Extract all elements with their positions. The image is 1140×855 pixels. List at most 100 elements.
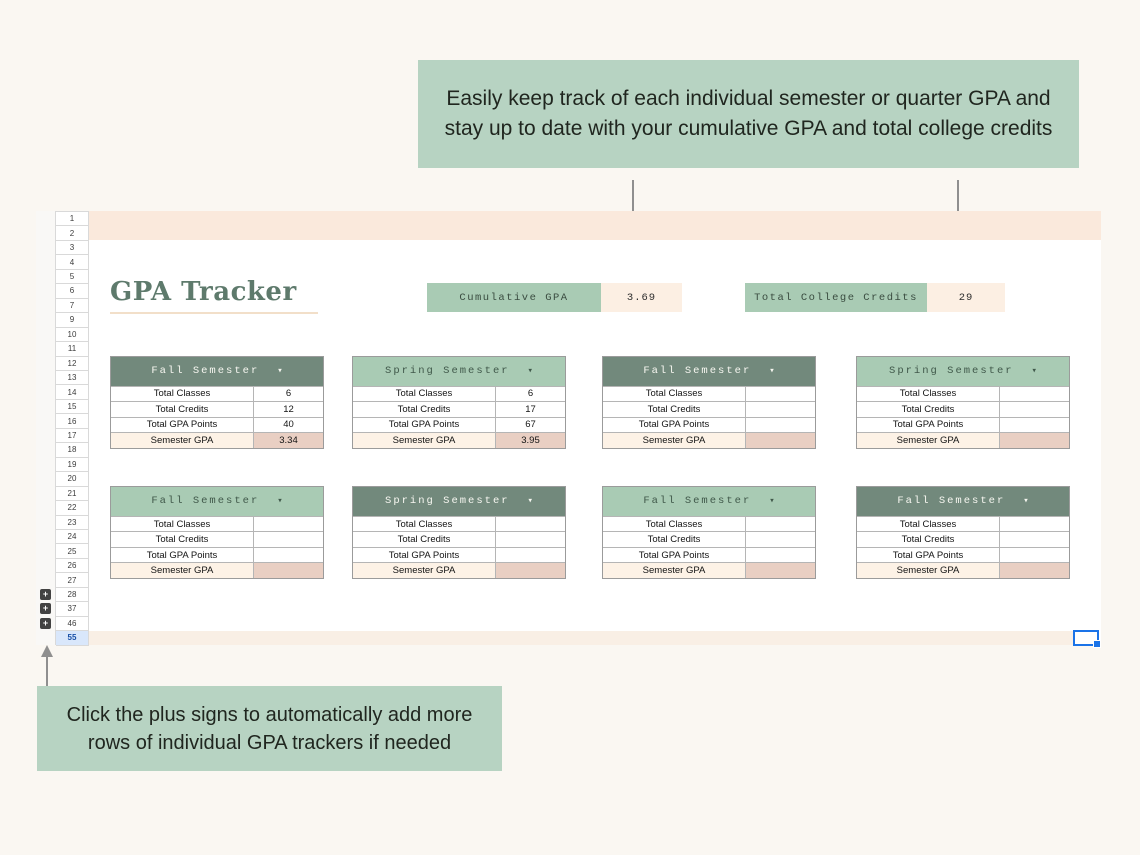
row-value-cell[interactable] bbox=[999, 402, 1069, 417]
row-header-17[interactable]: 17 bbox=[56, 428, 89, 444]
row-header-18[interactable]: 18 bbox=[56, 443, 89, 458]
row-header-15[interactable]: 15 bbox=[56, 399, 89, 415]
row-label-cell[interactable]: Total GPA Points bbox=[892, 419, 964, 431]
row-label-cell[interactable]: Total Credits bbox=[901, 403, 955, 415]
row-header-24[interactable]: 24 bbox=[56, 529, 89, 545]
semester-dropdown-1[interactable]: Fall Semester▾ bbox=[111, 356, 323, 386]
row-value-cell[interactable] bbox=[745, 433, 815, 448]
row-value-cell[interactable] bbox=[999, 516, 1069, 532]
row-value-cell[interactable] bbox=[999, 433, 1069, 448]
row-header-27[interactable]: 27 bbox=[56, 573, 89, 588]
row-value-cell[interactable] bbox=[495, 532, 565, 547]
semester-dropdown-8[interactable]: Fall Semester▾ bbox=[857, 486, 1069, 516]
expand-rows-button-28[interactable]: + bbox=[40, 588, 51, 600]
row-value-cell[interactable]: 17 bbox=[495, 402, 565, 417]
row-value-cell[interactable]: 12 bbox=[253, 402, 323, 417]
row-label-cell[interactable]: Total Classes bbox=[395, 518, 453, 530]
row-label-cell[interactable]: Total Credits bbox=[155, 403, 209, 415]
row-header-19[interactable]: 19 bbox=[56, 457, 89, 473]
row-label-cell[interactable]: Total Classes bbox=[645, 518, 703, 530]
semester-dropdown-7[interactable]: Fall Semester▾ bbox=[603, 486, 815, 516]
row-value-cell[interactable] bbox=[745, 547, 815, 563]
row-header-2[interactable]: 2 bbox=[56, 226, 89, 241]
sheet-title[interactable]: GPA Tracker bbox=[110, 277, 297, 307]
row-label-cell[interactable]: Total Classes bbox=[153, 388, 211, 400]
row-value-cell[interactable] bbox=[495, 547, 565, 563]
sheet-canvas[interactable]: GPA Tracker Cumulative GPA 3.69 Total Co… bbox=[89, 211, 1101, 648]
row-value-cell[interactable] bbox=[999, 563, 1069, 578]
row-header-9[interactable]: 9 bbox=[56, 313, 89, 328]
row-value-cell[interactable] bbox=[999, 532, 1069, 547]
row-header-26[interactable]: 26 bbox=[56, 558, 89, 574]
row-value-cell[interactable] bbox=[495, 516, 565, 532]
row-header-25[interactable]: 25 bbox=[56, 544, 89, 559]
row-value-cell[interactable] bbox=[495, 563, 565, 578]
row-label-cell[interactable]: Total Credits bbox=[901, 534, 955, 546]
row-value-cell[interactable] bbox=[999, 417, 1069, 433]
row-label-cell[interactable]: Semester GPA bbox=[857, 433, 999, 448]
row-label-cell[interactable]: Total Classes bbox=[899, 518, 957, 530]
row-header-14[interactable]: 14 bbox=[56, 385, 89, 400]
row-value-cell[interactable] bbox=[745, 386, 815, 402]
row-label-cell[interactable]: Total GPA Points bbox=[146, 419, 218, 431]
expand-rows-button-37[interactable]: + bbox=[40, 603, 51, 615]
row-label-cell[interactable]: Total Credits bbox=[647, 534, 701, 546]
semester-dropdown-4[interactable]: Spring Semester▾ bbox=[857, 356, 1069, 386]
row-header-37[interactable]: 37 bbox=[56, 602, 89, 617]
expand-rows-button-46[interactable]: + bbox=[40, 617, 51, 629]
row-header-28[interactable]: 28 bbox=[56, 587, 89, 603]
row-header-1[interactable]: 1 bbox=[56, 212, 89, 227]
semester-dropdown-6[interactable]: Spring Semester▾ bbox=[353, 486, 565, 516]
row-label-cell[interactable]: Total Credits bbox=[397, 403, 451, 415]
row-header-10[interactable]: 10 bbox=[56, 327, 89, 343]
row-value-cell[interactable] bbox=[999, 386, 1069, 402]
row-value-cell[interactable]: 6 bbox=[495, 386, 565, 402]
row-value-cell[interactable] bbox=[745, 532, 815, 547]
cumulative-gpa-label[interactable]: Cumulative GPA bbox=[427, 283, 601, 312]
row-label-cell[interactable]: Total GPA Points bbox=[146, 549, 218, 561]
row-header-6[interactable]: 6 bbox=[56, 284, 89, 299]
row-label-cell[interactable]: Total GPA Points bbox=[638, 419, 710, 431]
row-header-16[interactable]: 16 bbox=[56, 414, 89, 429]
row-value-cell[interactable]: 6 bbox=[253, 386, 323, 402]
row-value-cell[interactable] bbox=[999, 547, 1069, 563]
row-label-cell[interactable]: Total GPA Points bbox=[388, 549, 460, 561]
row-header-12[interactable]: 12 bbox=[56, 356, 89, 371]
row-value-cell[interactable]: 3.95 bbox=[495, 433, 565, 448]
row-label-cell[interactable]: Semester GPA bbox=[353, 433, 495, 448]
row-value-cell[interactable] bbox=[253, 547, 323, 563]
row-label-cell[interactable]: Total Classes bbox=[899, 388, 957, 400]
total-college-credits-label[interactable]: Total College Credits bbox=[745, 283, 927, 312]
row-header-23[interactable]: 23 bbox=[56, 515, 89, 530]
row-header-3[interactable]: 3 bbox=[56, 240, 89, 256]
semester-dropdown-5[interactable]: Fall Semester▾ bbox=[111, 486, 323, 516]
row-value-cell[interactable]: 67 bbox=[495, 417, 565, 433]
row-header-46[interactable]: 46 bbox=[56, 616, 89, 632]
row-label-cell[interactable]: Semester GPA bbox=[603, 433, 745, 448]
row-label-cell[interactable]: Semester GPA bbox=[603, 563, 745, 578]
row-header-22[interactable]: 22 bbox=[56, 501, 89, 516]
row-value-cell[interactable] bbox=[253, 563, 323, 578]
row-value-cell[interactable] bbox=[745, 516, 815, 532]
cumulative-gpa-value[interactable]: 3.69 bbox=[601, 283, 682, 312]
row-value-cell[interactable] bbox=[745, 402, 815, 417]
row-header-13[interactable]: 13 bbox=[56, 370, 89, 386]
row-value-cell[interactable] bbox=[745, 563, 815, 578]
row-label-cell[interactable]: Total Credits bbox=[647, 403, 701, 415]
row-label-cell[interactable]: Total GPA Points bbox=[388, 419, 460, 431]
row-label-cell[interactable]: Semester GPA bbox=[111, 433, 253, 448]
semester-dropdown-3[interactable]: Fall Semester▾ bbox=[603, 356, 815, 386]
row-label-cell[interactable]: Total Credits bbox=[397, 534, 451, 546]
row-label-cell[interactable]: Semester GPA bbox=[353, 563, 495, 578]
semester-dropdown-2[interactable]: Spring Semester▾ bbox=[353, 356, 565, 386]
fill-handle[interactable] bbox=[1093, 639, 1101, 648]
row-header-7[interactable]: 7 bbox=[56, 298, 89, 314]
row-header-21[interactable]: 21 bbox=[56, 486, 89, 502]
selected-cell[interactable] bbox=[1073, 629, 1101, 648]
row-header-4[interactable]: 4 bbox=[56, 255, 89, 270]
row-label-cell[interactable]: Total Classes bbox=[645, 388, 703, 400]
row-value-cell[interactable] bbox=[745, 417, 815, 433]
row-label-cell[interactable]: Semester GPA bbox=[111, 563, 253, 578]
row-label-cell[interactable]: Total Classes bbox=[395, 388, 453, 400]
row-header-55[interactable]: 55 bbox=[56, 631, 89, 646]
